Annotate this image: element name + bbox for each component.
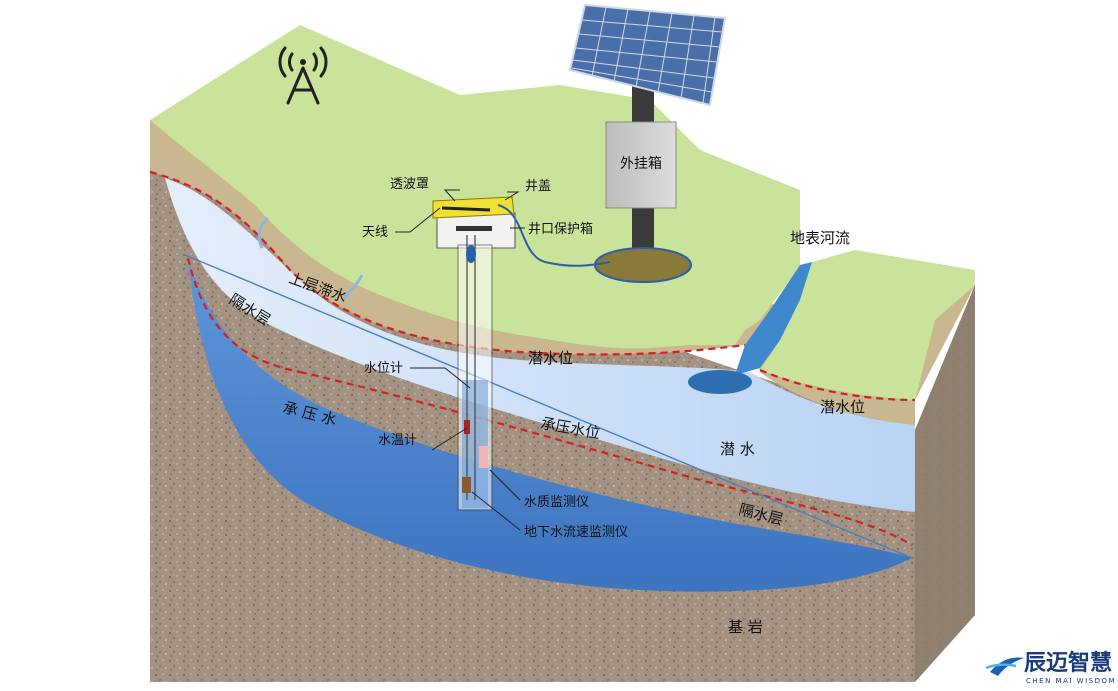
- label-external-box: 外挂箱: [620, 156, 662, 172]
- aquitard-upper-band: [190, 258, 915, 540]
- logo-swoosh-icon: [990, 657, 1024, 676]
- phreatic-level-dashed-right: [759, 368, 916, 402]
- logo-name: 辰迈智慧: [1024, 650, 1112, 676]
- cable: [497, 204, 611, 267]
- confined-water-level-line: [184, 254, 913, 559]
- water-quality-sensor: [479, 446, 488, 468]
- well-casing: [457, 235, 493, 511]
- surface-river: [735, 262, 812, 375]
- label-water-level-meter: 水位计: [364, 361, 403, 376]
- confined-water-layer: [188, 258, 912, 592]
- antenna-element: [441, 206, 491, 212]
- pole-base: [594, 247, 692, 283]
- label-antenna: 天线: [362, 225, 388, 240]
- river-pool: [688, 370, 752, 394]
- water-temp-sensor: [464, 420, 470, 434]
- aquitard-dashed-line-left: [186, 257, 301, 374]
- confined-top-dashed-line: [299, 370, 913, 546]
- external-box: [605, 121, 677, 209]
- perched-water-dashed-line: [149, 170, 746, 356]
- signal-tower-icon: [278, 46, 328, 105]
- infiltration-arrow-left: [257, 216, 270, 249]
- brand-logo: 辰迈智慧 CHEN MAI WISDOM: [985, 650, 1116, 685]
- label-phreatic-level-right: 潜水位: [820, 398, 865, 416]
- well-cover-plate: [456, 226, 492, 231]
- phreatic-water-layer: [165, 178, 915, 512]
- label-bedrock: 基 岩: [728, 618, 763, 636]
- label-phreatic-water: 潜 水: [720, 440, 755, 458]
- solar-panel-icon: [568, 3, 727, 107]
- label-water-quality-monitor: 水质监测仪: [524, 495, 589, 510]
- label-water-temp-meter: 水温计: [378, 433, 417, 448]
- label-groundwater-flow-monitor: 地下水流速监测仪: [524, 525, 628, 540]
- grass-surface-right: [760, 250, 975, 400]
- leader-lines: [395, 189, 525, 531]
- infiltration-arrow-mid: [341, 274, 364, 301]
- label-wellhead-box: 井口保护箱: [528, 221, 593, 237]
- logo-subtitle: CHEN MAI WISDOM: [1026, 677, 1116, 685]
- label-radome: 透波罩: [390, 177, 429, 192]
- block-side-face: [915, 285, 975, 682]
- wellhead: [432, 196, 611, 267]
- radome: [432, 196, 515, 219]
- flow-velocity-sensor: [462, 477, 471, 493]
- water-level-sensor: [466, 245, 476, 263]
- label-phreatic-level-center: 潜水位: [528, 349, 573, 367]
- solar-station: 外挂箱: [568, 3, 727, 283]
- label-surface-river: 地表河流: [790, 229, 850, 247]
- label-well-cover: 井盖: [525, 179, 551, 194]
